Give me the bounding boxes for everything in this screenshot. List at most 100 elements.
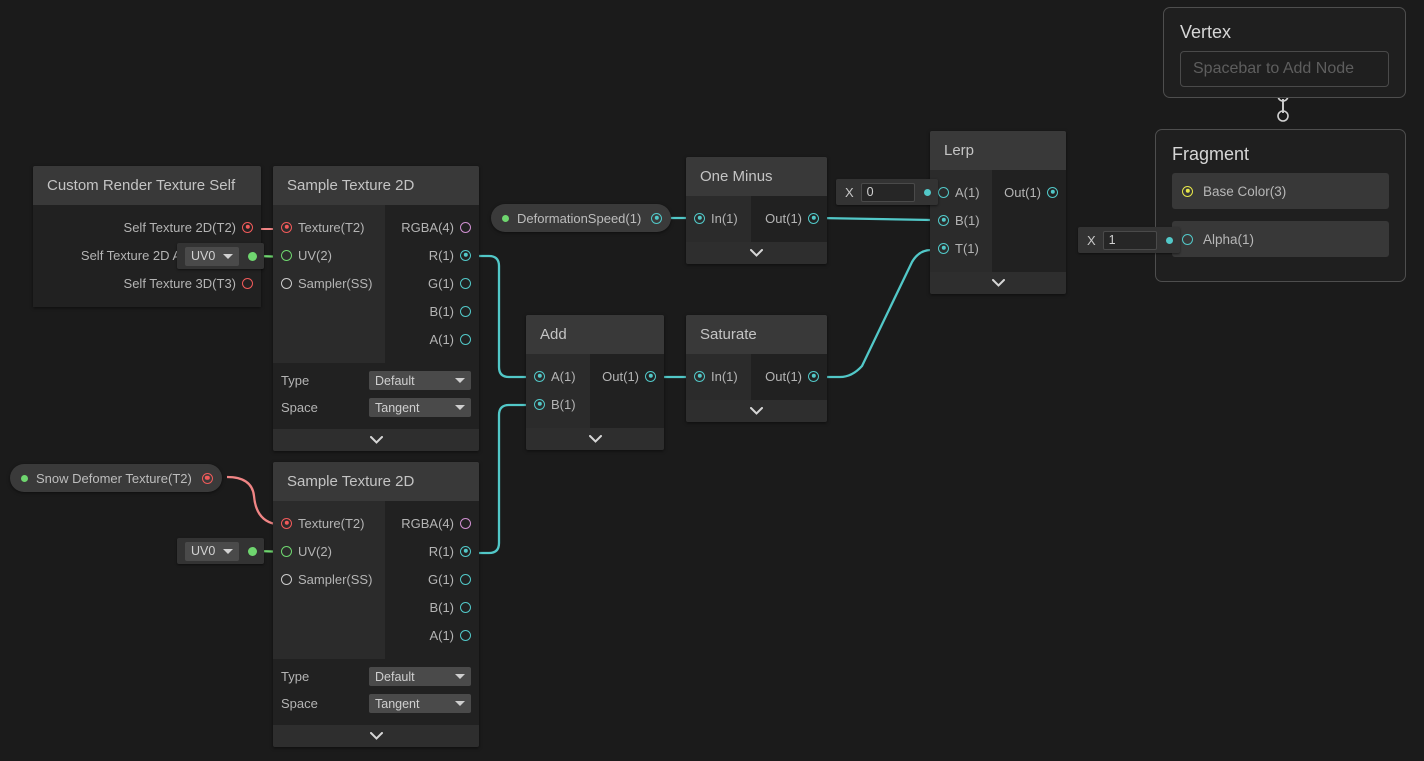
port-row-out[interactable]: Out(1) xyxy=(751,362,827,390)
node-saturate[interactable]: Saturate In(1) Out(1) xyxy=(686,315,827,422)
port-row-out[interactable]: Out(1) xyxy=(590,362,664,390)
control-row-space[interactable]: Space Tangent xyxy=(273,394,479,421)
port-dot-b[interactable] xyxy=(460,305,471,317)
port-dot-out[interactable] xyxy=(645,370,656,382)
port-row-rgba[interactable]: RGBA(4) xyxy=(385,509,479,537)
port-row-a[interactable]: A(1) xyxy=(385,621,479,649)
port-dot-deformation-speed-out[interactable] xyxy=(651,212,663,224)
type-dropdown[interactable]: Default xyxy=(369,371,471,390)
port-dot-a[interactable] xyxy=(534,370,545,382)
port-row-g[interactable]: G(1) xyxy=(385,565,479,593)
port-row-rgba[interactable]: RGBA(4) xyxy=(385,213,479,241)
node-collapse-bar[interactable] xyxy=(686,242,827,264)
port-dot-rgba[interactable] xyxy=(460,517,471,529)
port-dot-a[interactable] xyxy=(460,629,471,641)
port-dot-in[interactable] xyxy=(694,370,705,382)
port-dot-b[interactable] xyxy=(534,398,545,410)
port-row-g[interactable]: G(1) xyxy=(385,269,479,297)
block-node-base-color[interactable]: Base Color(3) xyxy=(1172,173,1389,209)
port-row-t[interactable]: T(1) xyxy=(930,234,992,262)
port-row-texture[interactable]: Texture(T2) xyxy=(273,213,385,241)
port-dot-base-color[interactable] xyxy=(1182,185,1193,197)
value-node-alpha[interactable]: X 1 xyxy=(1078,227,1180,253)
node-sample-texture-2d-bottom[interactable]: Sample Texture 2D Texture(T2) UV(2) Samp… xyxy=(273,462,479,747)
port-dot-a[interactable] xyxy=(938,186,949,198)
block-node-alpha[interactable]: Alpha(1) xyxy=(1172,221,1389,257)
port-dot-a[interactable] xyxy=(460,333,471,345)
port-row-a[interactable]: A(1) xyxy=(385,325,479,353)
port-dot-uv-out[interactable] xyxy=(248,251,258,261)
vertex-add-node-placeholder[interactable]: Spacebar to Add Node xyxy=(1180,51,1389,87)
uv-channel-dropdown[interactable]: UV0 xyxy=(185,541,240,561)
port-dot-value-out[interactable] xyxy=(923,188,931,196)
port-dot-texture[interactable] xyxy=(281,517,292,529)
control-row-space[interactable]: Space Tangent xyxy=(273,690,479,717)
node-custom-render-texture-self[interactable]: Custom Render Texture Self Self Texture … xyxy=(33,166,261,307)
port-dot-out[interactable] xyxy=(808,212,819,224)
uv-channel-dropdown[interactable]: UV0 xyxy=(185,246,240,266)
port-dot-r[interactable] xyxy=(460,545,471,557)
port-dot-value-out[interactable] xyxy=(1165,236,1173,244)
uv-node-bottom[interactable]: UV0 xyxy=(177,538,265,564)
port-dot-t[interactable] xyxy=(938,242,949,254)
port-dot-self-texture-2d[interactable] xyxy=(242,221,253,233)
node-controls[interactable]: Type Default Space Tangent xyxy=(273,363,479,429)
port-row-out[interactable]: Out(1) xyxy=(751,204,827,232)
master-node-fragment[interactable]: Fragment Base Color(3) Alpha(1) xyxy=(1155,129,1406,282)
port-row-r[interactable]: R(1) xyxy=(385,537,479,565)
port-dot-g[interactable] xyxy=(460,573,471,585)
port-dot-out[interactable] xyxy=(1047,186,1058,198)
node-collapse-bar[interactable] xyxy=(273,429,479,451)
node-one-minus[interactable]: One Minus In(1) Out(1) xyxy=(686,157,827,264)
port-row-uv[interactable]: UV(2) xyxy=(273,241,385,269)
port-dot-snow-texture-out[interactable] xyxy=(201,472,213,484)
node-controls[interactable]: Type Default Space Tangent xyxy=(273,659,479,725)
port-row-out[interactable]: Out(1) xyxy=(992,178,1066,206)
port-row-sampler[interactable]: Sampler(SS) xyxy=(273,269,385,297)
port-row-uv[interactable]: UV(2) xyxy=(273,537,385,565)
port-dot-uv-out[interactable] xyxy=(248,546,258,556)
port-dot-in[interactable] xyxy=(694,212,705,224)
port-row-a[interactable]: A(1) xyxy=(526,362,590,390)
node-collapse-bar[interactable] xyxy=(930,272,1066,294)
port-dot-sampler[interactable] xyxy=(281,277,292,289)
value-node-lerp-a[interactable]: X 0 xyxy=(836,179,938,205)
space-dropdown[interactable]: Tangent xyxy=(369,694,471,713)
port-row-b[interactable]: B(1) xyxy=(526,390,590,418)
node-lerp[interactable]: Lerp A(1) B(1) T(1) Out(1) xyxy=(930,131,1066,294)
node-collapse-bar[interactable] xyxy=(273,725,479,747)
port-row-sampler[interactable]: Sampler(SS) xyxy=(273,565,385,593)
value-input-field[interactable]: 1 xyxy=(1102,230,1157,250)
node-sample-texture-2d-top[interactable]: Sample Texture 2D Texture(T2) UV(2) Samp… xyxy=(273,166,479,451)
node-add[interactable]: Add A(1) B(1) Out(1) xyxy=(526,315,664,450)
port-row-in[interactable]: In(1) xyxy=(686,362,751,390)
port-row-texture[interactable]: Texture(T2) xyxy=(273,509,385,537)
port-dot-texture[interactable] xyxy=(281,221,292,233)
port-dot-alpha[interactable] xyxy=(1182,233,1193,245)
control-row-type[interactable]: Type Default xyxy=(273,367,479,394)
value-input-field[interactable]: 0 xyxy=(860,182,915,202)
port-dot-sampler[interactable] xyxy=(281,573,292,585)
port-row-self-texture-2d[interactable]: Self Texture 2D(T2) xyxy=(33,213,261,241)
port-row-b[interactable]: B(1) xyxy=(385,593,479,621)
port-row-b[interactable]: B(1) xyxy=(385,297,479,325)
port-row-r[interactable]: R(1) xyxy=(385,241,479,269)
master-node-vertex[interactable]: Vertex Spacebar to Add Node xyxy=(1163,7,1406,98)
port-row-in[interactable]: In(1) xyxy=(686,204,751,232)
port-dot-g[interactable] xyxy=(460,277,471,289)
space-dropdown[interactable]: Tangent xyxy=(369,398,471,417)
node-collapse-bar[interactable] xyxy=(686,400,827,422)
port-dot-b[interactable] xyxy=(938,214,949,226)
port-row-a[interactable]: A(1) xyxy=(930,178,992,206)
port-dot-self-texture-3d[interactable] xyxy=(242,277,253,289)
node-collapse-bar[interactable] xyxy=(526,428,664,450)
port-dot-uv[interactable] xyxy=(281,545,292,557)
port-dot-b[interactable] xyxy=(460,601,471,613)
uv-node-top[interactable]: UV0 xyxy=(177,243,265,269)
port-dot-r[interactable] xyxy=(460,249,471,261)
port-row-b[interactable]: B(1) xyxy=(930,206,992,234)
port-dot-out[interactable] xyxy=(808,370,819,382)
control-row-type[interactable]: Type Default xyxy=(273,663,479,690)
port-row-self-texture-3d[interactable]: Self Texture 3D(T3) xyxy=(33,269,261,297)
